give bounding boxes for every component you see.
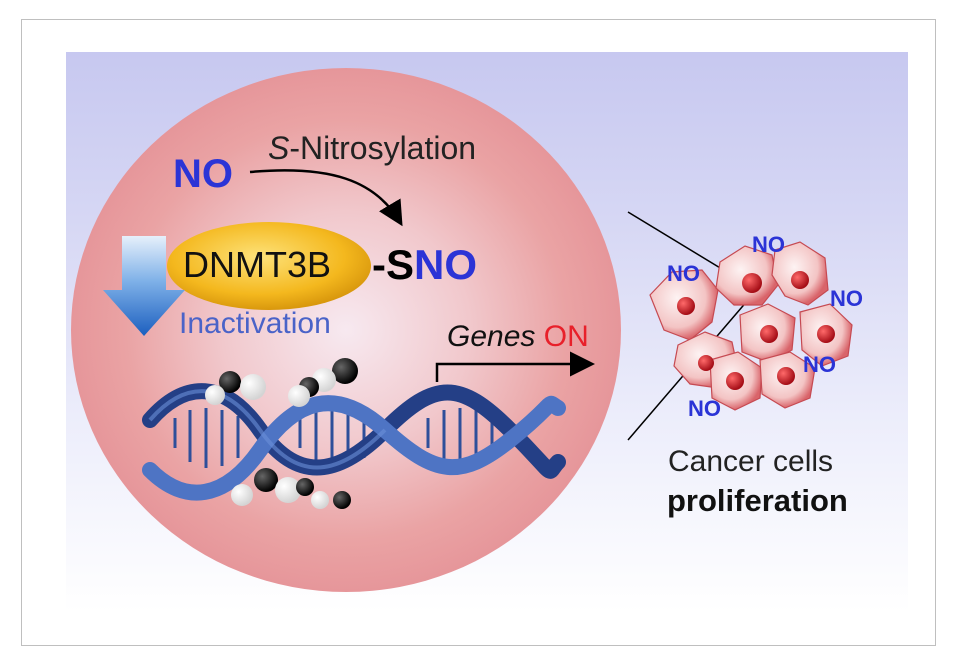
s-nitrosylation-label: S-Nitrosylation: [268, 132, 476, 164]
sno-no: NO: [414, 241, 477, 288]
cluster-no-3: NO: [830, 286, 863, 311]
cancer-cells-label: Cancer cells: [668, 445, 834, 478]
s-italic: S: [268, 130, 290, 166]
inactivation-label: Inactivation: [179, 307, 331, 340]
dna-helix: [142, 383, 566, 501]
sno-label: -SNO: [372, 244, 477, 286]
enzyme-label: DNMT3B: [183, 244, 332, 285]
cancer-cell-cluster: [649, 241, 853, 411]
down-arrow-icon: [103, 236, 185, 336]
sno-prefix: -S: [372, 241, 414, 288]
genes-on-label: Genes ON: [447, 322, 589, 352]
genes-text: Genes: [447, 320, 536, 353]
nitrosylation-rest: -Nitrosylation: [289, 130, 477, 166]
on-text: ON: [543, 320, 589, 353]
no-label: NO: [173, 152, 233, 196]
cluster-no-4: NO: [803, 352, 836, 377]
bent-arrow-icon: [435, 351, 595, 382]
methyl-groups: [205, 358, 358, 509]
cluster-no-1: NO: [752, 232, 785, 257]
proliferation-label: proliferation: [667, 483, 848, 518]
enzyme-ellipse: [167, 222, 371, 310]
curved-arrow-icon: [249, 169, 403, 227]
cluster-no-2: NO: [667, 261, 700, 286]
cluster-no-5: NO: [688, 396, 721, 421]
